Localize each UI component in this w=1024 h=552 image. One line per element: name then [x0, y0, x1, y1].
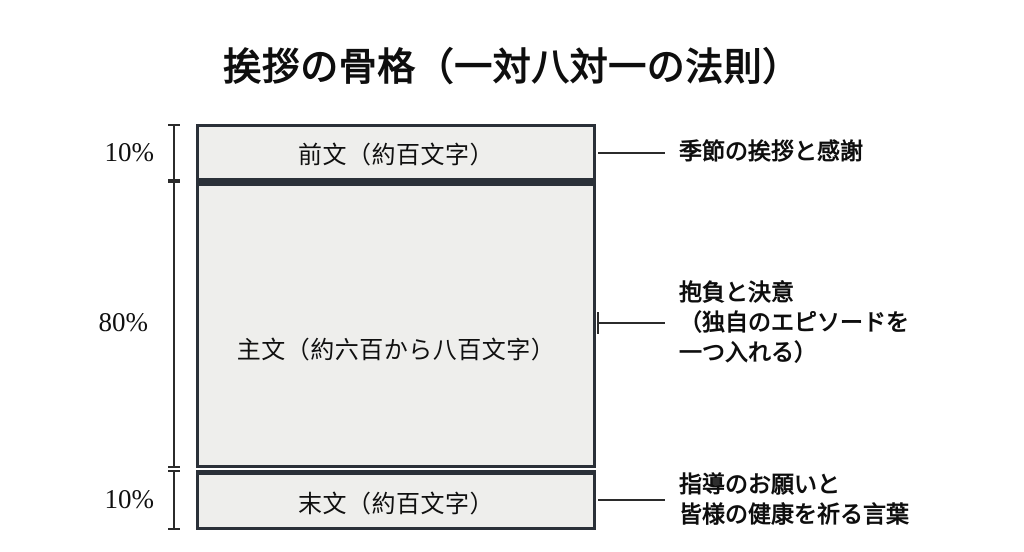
segment-box-top: 前文（約百文字） [196, 124, 596, 181]
bracket-tick-bottom [168, 528, 180, 530]
page-title: 挨拶の骨格（一対八対一の法則） [223, 47, 801, 89]
bracket-spine [173, 181, 175, 468]
segment-label-middle: 主文（約六百から八百文字） [236, 338, 556, 364]
segment-box-bottom: 末文（約百文字） [196, 470, 596, 530]
segment-label-top: 前文（約百文字） [298, 143, 494, 169]
dimension-bracket-middle [168, 181, 180, 468]
bracket-spine [173, 124, 175, 181]
leader-line-bottom [598, 499, 665, 501]
annotation-middle: 抱負と決意 （独自のエピソードを 一つ入れる） [679, 278, 909, 368]
bracket-tick-top [168, 181, 180, 183]
dimension-bracket-top [168, 124, 180, 181]
percent-label-middle: 80% [98, 307, 149, 337]
annotation-middle-line3: 一つ入れる） [679, 340, 817, 365]
bracket-tick-top [168, 470, 180, 472]
leader-line-top [598, 152, 665, 154]
percent-label-bottom: 10% [104, 484, 155, 514]
segment-label-bottom: 末文（約百文字） [298, 491, 494, 518]
annotation-bottom: 指導のお願いと 皆様の健康を祈る言葉 [679, 470, 909, 530]
segment-box-middle: 主文（約六百から八百文字） [196, 181, 596, 468]
leader-line-middle [598, 322, 665, 324]
annotation-middle-line2: （独自のエピソードを [679, 310, 909, 335]
dimension-bracket-bottom [168, 470, 180, 530]
bracket-spine [173, 470, 175, 530]
structure-stack: 前文（約百文字） 主文（約六百から八百文字） 末文（約百文字） [196, 124, 596, 530]
bracket-tick-bottom [168, 466, 180, 468]
annotation-bottom-line2: 皆様の健康を祈る言葉 [679, 502, 909, 527]
annotation-bottom-line1: 指導のお願いと [679, 472, 840, 497]
annotation-top-line1: 季節の挨拶と感謝 [679, 139, 863, 164]
bracket-tick-top [168, 124, 180, 126]
percent-label-top: 10% [104, 137, 155, 167]
annotation-middle-line1: 抱負と決意 [679, 280, 794, 305]
annotation-top: 季節の挨拶と感謝 [679, 137, 863, 167]
bracket-tick-bottom [168, 179, 180, 181]
